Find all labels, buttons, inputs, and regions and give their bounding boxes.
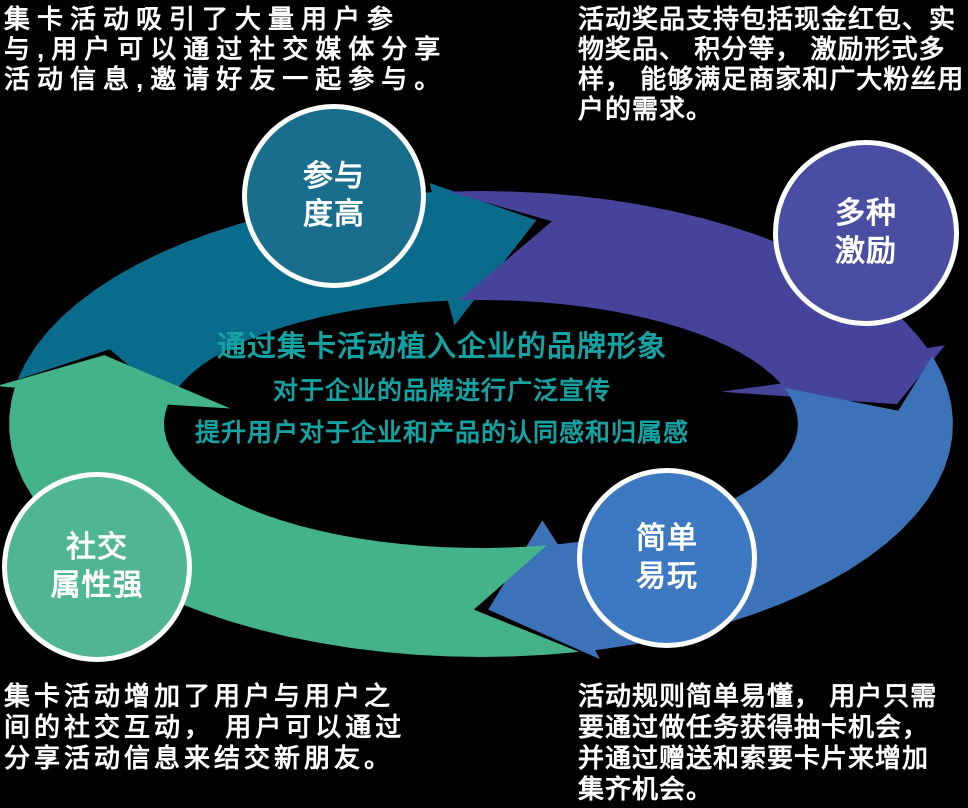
node-high-participation: 参与 度高 <box>242 104 426 288</box>
arc-multiple-incentives <box>448 191 946 405</box>
node-label: 多种 激励 <box>835 197 897 268</box>
node-label: 参与 度高 <box>303 160 365 231</box>
caption-top-right: 活动奖品支持包括现金红包、实 物奖品、 积分等， 激励形式多 样， 能够满足商家… <box>578 4 965 124</box>
center-text: 通过集卡活动植入企业的品牌形象 对于企业的品牌进行广泛宣传 提升用户对于企业和产… <box>132 324 752 454</box>
caption-bottom-left: 集卡活动增加了用户与用户之 间的社交互动， 用户可以通过 分享活动信息来结交新朋… <box>4 681 406 773</box>
caption-bottom-right: 活动规则简单易懂， 用户只需 要通过做任务获得抽卡机会， 并通过赠送和索要卡片来… <box>578 681 938 804</box>
node-label: 简单 易玩 <box>636 522 698 593</box>
node-easy-to-play: 简单 易玩 <box>577 468 757 648</box>
center-subtitle-2: 提升用户对于企业和产品的认同感和归属感 <box>194 419 689 447</box>
node-multiple-incentives: 多种 激励 <box>773 140 959 326</box>
center-title: 通过集卡活动植入企业的品牌形象 <box>216 331 667 363</box>
center-subtitle-1: 对于企业的品牌进行广泛宣传 <box>272 377 611 405</box>
node-strong-social: 社交 属性强 <box>2 472 192 662</box>
node-label: 社交 属性强 <box>50 531 144 602</box>
caption-top-left: 集卡活动吸引了大量用户参 与,用户可以通过社交媒体分享 活动信息,邀请好友一起参… <box>4 4 448 94</box>
